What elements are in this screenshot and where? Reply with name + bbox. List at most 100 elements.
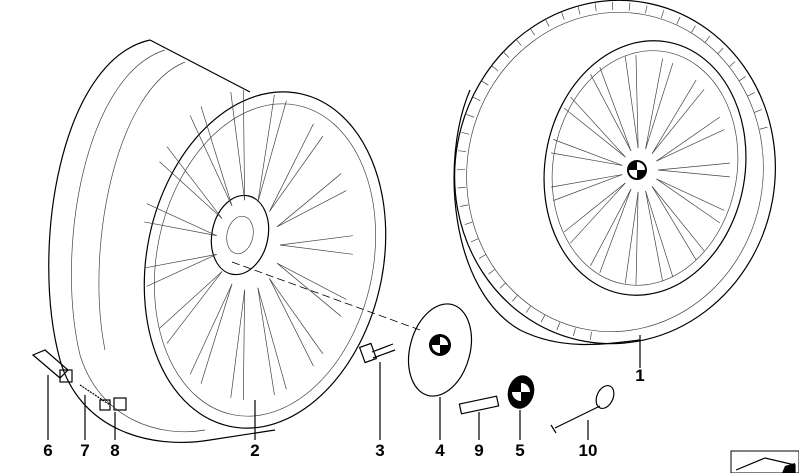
spoke-line — [635, 191, 639, 285]
spoke-line — [230, 289, 246, 398]
tread-line — [470, 238, 479, 243]
tread-line — [512, 294, 518, 302]
valve-parts-illustration — [31, 349, 127, 411]
spoke-line — [144, 221, 217, 236]
tread-line — [645, 5, 648, 14]
spoke-line — [645, 190, 663, 282]
spoke-line — [624, 191, 639, 284]
spoke-line — [269, 278, 324, 354]
spoke-line — [146, 254, 217, 287]
callout-4[interactable]: 4 — [435, 441, 445, 460]
badge-illustration — [458, 395, 500, 415]
spoke-line — [651, 79, 697, 154]
spoke-line — [624, 56, 639, 149]
tread-line — [460, 204, 469, 207]
spoke-line — [656, 178, 725, 211]
hub-cap-illustration — [407, 303, 473, 397]
tread-line — [545, 19, 550, 27]
tread-line — [466, 114, 474, 118]
tread-line — [556, 322, 561, 331]
spoke-line — [563, 182, 626, 233]
tread-line — [676, 16, 681, 25]
spoke-line — [279, 244, 353, 255]
spoke-line — [550, 174, 623, 188]
spoke-line — [277, 262, 347, 300]
tread-line — [691, 25, 696, 33]
callout-5[interactable]: 5 — [515, 441, 525, 460]
spoke-line — [651, 186, 705, 251]
spoke-line — [200, 283, 233, 384]
tread-line — [738, 76, 746, 82]
callout-1[interactable]: 1 — [635, 366, 645, 385]
spoke-line — [166, 271, 223, 344]
tread-line — [461, 131, 470, 135]
callout-9[interactable]: 9 — [474, 441, 484, 460]
tread-line — [594, 3, 597, 12]
tread-line — [488, 268, 496, 275]
tread-line — [628, 2, 631, 11]
spoke-line — [277, 173, 342, 227]
spoke-line — [599, 188, 632, 273]
spoke-line — [550, 152, 623, 166]
spoke-line — [590, 188, 632, 267]
spoke-line — [635, 55, 639, 149]
spoke-line — [590, 73, 632, 152]
spoke-line — [200, 106, 233, 207]
tread-line — [661, 10, 665, 19]
tread-line — [704, 35, 711, 43]
tread-line — [577, 6, 581, 15]
spoke-line — [159, 271, 223, 329]
tread-line — [540, 315, 546, 323]
spoke-line — [553, 174, 623, 201]
callout-8[interactable]: 8 — [110, 441, 120, 460]
rim-illustration — [48, 39, 387, 443]
spoke-line — [189, 115, 233, 207]
spoke-line — [159, 161, 223, 219]
tread-line — [515, 39, 522, 46]
spoke-line — [553, 139, 623, 166]
tread-line — [457, 186, 466, 189]
tread-line — [728, 61, 736, 68]
tread-line — [759, 126, 768, 130]
callout-6[interactable]: 6 — [43, 441, 53, 460]
callout-3[interactable]: 3 — [375, 441, 385, 460]
tread-line — [754, 109, 763, 113]
wheel-tire-illustration — [453, 0, 776, 346]
tread-line — [589, 331, 592, 340]
spoke-line — [144, 254, 217, 269]
spoke-line — [657, 162, 730, 171]
spoke-line — [242, 289, 246, 400]
callout-2[interactable]: 2 — [250, 441, 260, 460]
callout-10[interactable]: 10 — [578, 441, 598, 460]
spoke-line — [645, 190, 674, 278]
spoke-line — [563, 107, 626, 158]
tread-line — [525, 305, 531, 313]
spoke-line — [257, 100, 287, 203]
tread-line — [717, 47, 724, 55]
leader-lines — [47, 335, 641, 440]
spoke-line — [257, 287, 287, 390]
catalog-symbol-icon — [730, 450, 799, 473]
tread-line — [747, 92, 755, 97]
spoke-line — [651, 89, 705, 154]
spoke-line — [645, 62, 674, 150]
spoke-line — [657, 169, 730, 178]
tread-line — [481, 80, 489, 86]
tread-line — [491, 65, 499, 71]
tread-line — [472, 96, 481, 102]
tread-line — [464, 221, 473, 225]
tread-line — [499, 282, 506, 289]
spoke-line — [269, 123, 314, 212]
spoke-line — [656, 116, 721, 162]
puller-illustration — [550, 385, 615, 434]
tread-line — [503, 51, 510, 58]
spoke-line — [570, 182, 626, 244]
spoke-line — [166, 146, 223, 219]
tread-line — [478, 254, 487, 259]
callout-7[interactable]: 7 — [80, 441, 90, 460]
spoke-line — [257, 94, 275, 203]
spoke-line — [257, 287, 275, 396]
spoke-line — [656, 129, 725, 162]
tread-line — [561, 11, 565, 20]
